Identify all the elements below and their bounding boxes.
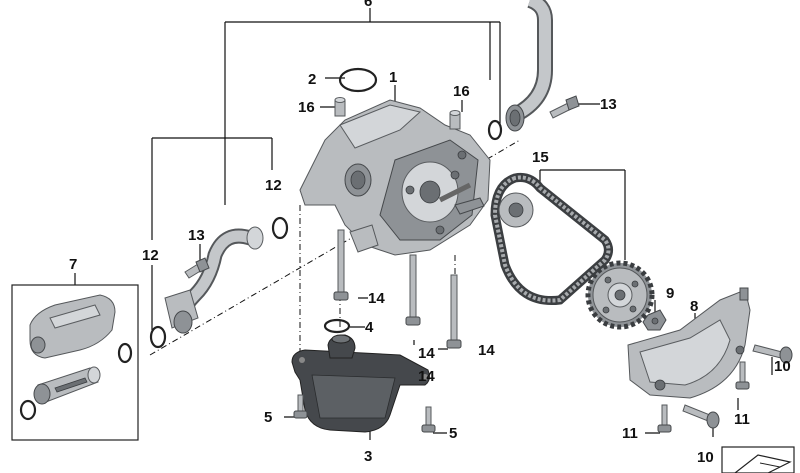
- callout-4: 4: [365, 319, 374, 336]
- chain-sprocket: [585, 260, 655, 330]
- callout-10-right: 10: [774, 358, 791, 375]
- screw-5-left: [293, 394, 308, 419]
- callout-3: 3: [364, 448, 372, 465]
- callout-14-b: 14: [418, 345, 435, 362]
- inset-box: [11, 284, 139, 441]
- oil-pipe-lower: [164, 226, 264, 334]
- bolt-11-right: [735, 361, 750, 390]
- screw-13-left: [184, 257, 210, 279]
- bolt-10-bottom: [682, 404, 720, 429]
- callout-10-bottom: 10: [697, 449, 714, 466]
- o-ring-6-upper: [487, 119, 503, 141]
- callout-8: 8: [690, 298, 698, 315]
- callout-5-left: 5: [264, 409, 272, 426]
- callout-13-left: 13: [188, 227, 205, 244]
- bolt-14-a: [333, 229, 349, 301]
- strainer-tube-part: [33, 366, 101, 405]
- strainer-housing-part: [29, 294, 116, 359]
- oil-pump-housing: [299, 99, 491, 256]
- dowel-pin-16-left: [334, 97, 346, 117]
- callout-15: 15: [532, 149, 549, 166]
- o-ring-12-upper: [271, 216, 289, 240]
- bolt-14-b: [405, 254, 421, 326]
- callout-5-right: 5: [449, 425, 457, 442]
- nut-9: [642, 309, 667, 331]
- sprocket-cover: [627, 287, 751, 399]
- callout-labels: 6 1 2 16 16 13 15 12 12 13 7 14 4 14 14 …: [69, 0, 791, 466]
- o-ring-inset-right: [117, 342, 133, 364]
- o-ring-inset-left: [19, 399, 37, 421]
- leader-lines: [74, 8, 773, 440]
- callout-14-a: 14: [368, 290, 385, 307]
- callout-16-right: 16: [453, 83, 470, 100]
- bolt-11-bottom: [657, 404, 672, 433]
- callout-6: 6: [364, 0, 372, 10]
- bolt-14-c: [446, 274, 462, 349]
- callout-16-left: 16: [298, 99, 315, 116]
- reference-icon-box: [721, 446, 795, 473]
- screw-13-right: [549, 95, 580, 119]
- o-ring-12-lower: [149, 325, 167, 349]
- drive-chain: [490, 173, 613, 306]
- o-ring-4: [323, 318, 351, 334]
- callout-14-d: 14: [418, 368, 435, 385]
- screw-5-right: [421, 406, 436, 433]
- callout-2: 2: [308, 71, 316, 88]
- oil-strainer: [291, 334, 430, 433]
- dowel-pin-16-right: [449, 110, 461, 130]
- callout-14-c: 14: [478, 342, 495, 359]
- bolt-10-right: [752, 344, 793, 364]
- callout-9: 9: [666, 285, 674, 302]
- o-ring-2: [338, 67, 378, 93]
- callout-11-right: 11: [734, 411, 750, 428]
- oil-pipe-upper: [505, 0, 553, 132]
- callout-1: 1: [389, 69, 397, 86]
- pump-shaft: [438, 182, 472, 203]
- callout-12-lower: 12: [142, 247, 159, 264]
- callout-13-right: 13: [600, 96, 617, 113]
- callout-7: 7: [69, 256, 77, 273]
- callout-12-upper: 12: [265, 177, 282, 194]
- callout-11-bottom: 11: [622, 425, 638, 442]
